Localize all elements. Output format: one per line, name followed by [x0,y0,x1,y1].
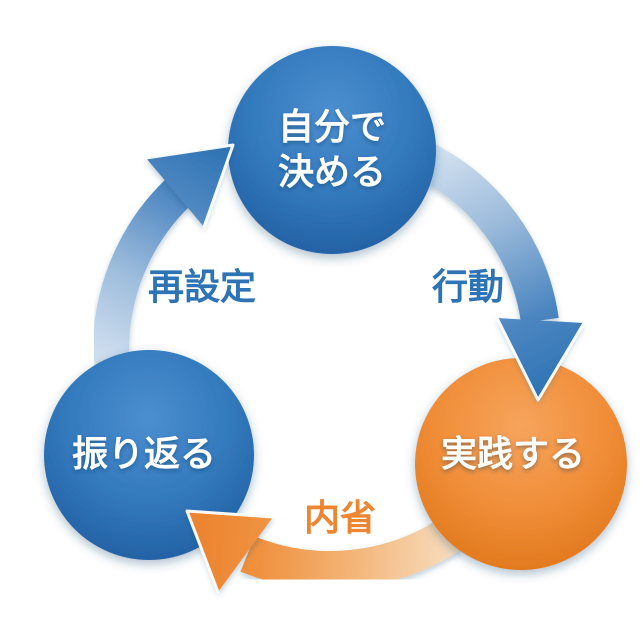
arrow-reset-head-edge [144,143,235,229]
arrow-reset-band [93,179,191,362]
node-reflect-circle [44,350,254,560]
node-practice-label: 実践する [441,433,585,474]
node-decide-label-line1: 自分で [278,106,386,147]
node-decide-label-line2: 決める [278,151,386,192]
arrow-action-head-edge [495,316,586,402]
edge-introspection-label: 内省 [304,497,376,538]
arrow-action-head [497,318,584,400]
node-decide-circle [228,46,436,254]
edge-reset-label: 再設定 [148,266,256,307]
arrow-action-band [411,140,559,324]
arrow-introspection-head-edge [185,509,275,594]
arrow-introspection-head [187,511,273,592]
node-practice-circle [415,358,627,570]
edge-action-label: 行動 [432,266,504,307]
arrow-introspection-band [240,516,464,590]
node-reflect-label: 振り返る [72,433,216,474]
